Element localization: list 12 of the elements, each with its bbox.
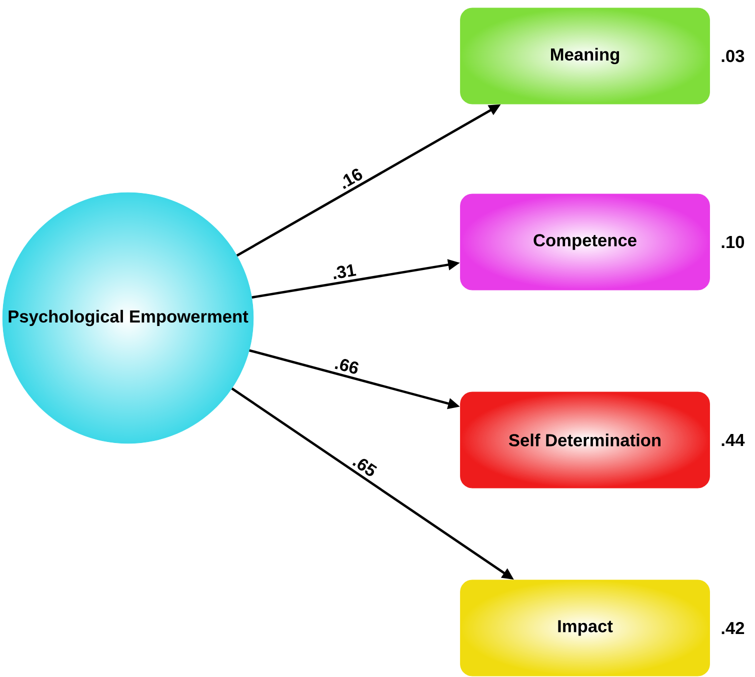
edge-label: .16 <box>342 168 362 190</box>
edge-label: .66 <box>334 359 358 374</box>
beside-value: .42 <box>722 622 744 634</box>
edge-label: .31 <box>334 264 356 280</box>
beside-value: .44 <box>722 434 745 446</box>
factor-box: Competence <box>460 194 710 290</box>
factor-box: Self Determination <box>460 392 710 488</box>
beside-value: .03 <box>722 50 744 62</box>
factor-box: Meaning <box>460 8 710 104</box>
edge-label: .65 <box>352 458 378 476</box>
beside-value: .10 <box>722 236 744 248</box>
factor-box: Impact <box>460 580 710 676</box>
